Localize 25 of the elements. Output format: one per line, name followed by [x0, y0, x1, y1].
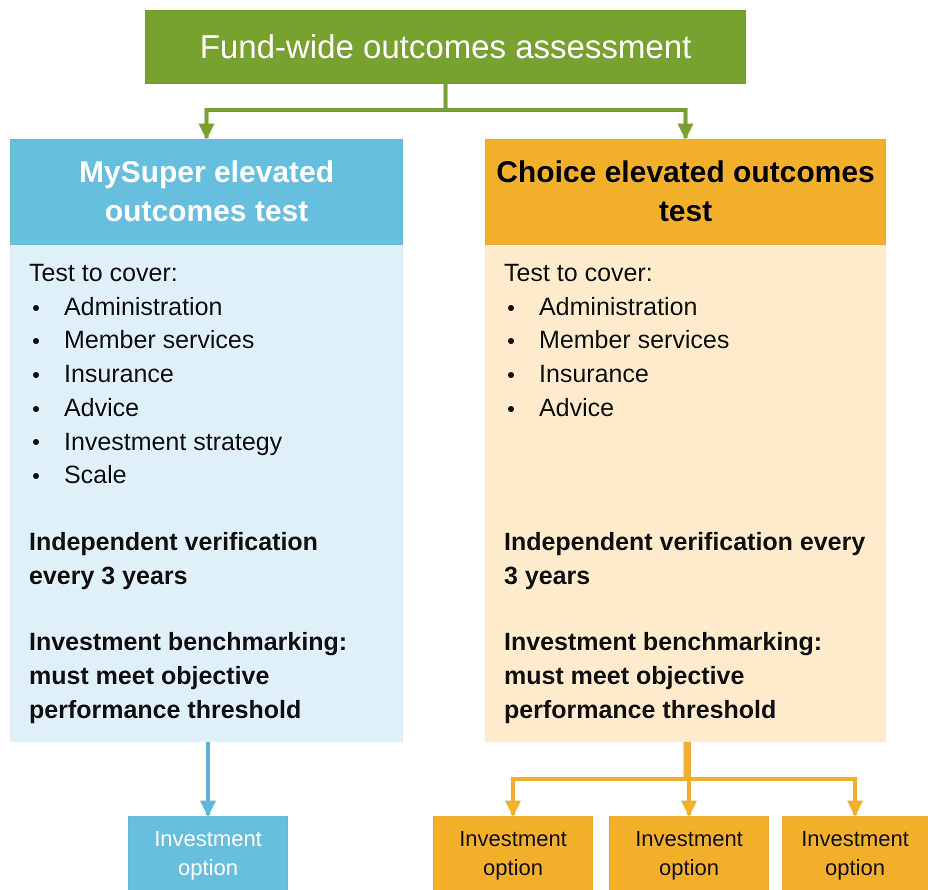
- list-item: Member services: [64, 325, 254, 356]
- test-heading: MySuper elevated outcomes test: [10, 139, 403, 245]
- list-intro: Test to cover:: [29, 258, 179, 289]
- option-box: Investment option: [609, 816, 769, 890]
- arrow: [681, 742, 697, 817]
- list-item: Insurance: [539, 359, 649, 390]
- requirement-text: Investment benchmarking: must meet objective performance threshold: [29, 627, 348, 726]
- requirement-text: Investment benchmarking: must meet objective performance threshold: [504, 627, 824, 726]
- list-item: Advice: [64, 392, 140, 424]
- list-item: Scale: [64, 460, 127, 492]
- list-item: Administration: [64, 292, 222, 323]
- requirement-text: Independent verification every 3 years: [29, 526, 319, 592]
- test-heading: Choice elevated outcomes test: [485, 139, 886, 245]
- list-intro: Test to cover:: [504, 258, 654, 289]
- list-item: Investment strategy: [64, 426, 282, 458]
- option-box: Investment option: [128, 816, 288, 890]
- list-item: Advice: [539, 392, 614, 424]
- assessment-box: Fund-wide outcomes assessment: [145, 10, 746, 84]
- list-item: Insurance: [64, 359, 174, 390]
- option-box: Investment option: [782, 816, 928, 890]
- list-item: Administration: [539, 292, 698, 323]
- list-item: Member services: [539, 325, 730, 356]
- arrow: [200, 742, 216, 817]
- requirement-text: Independent verification every 3 years: [504, 526, 866, 592]
- option-box: Investment option: [433, 816, 593, 890]
